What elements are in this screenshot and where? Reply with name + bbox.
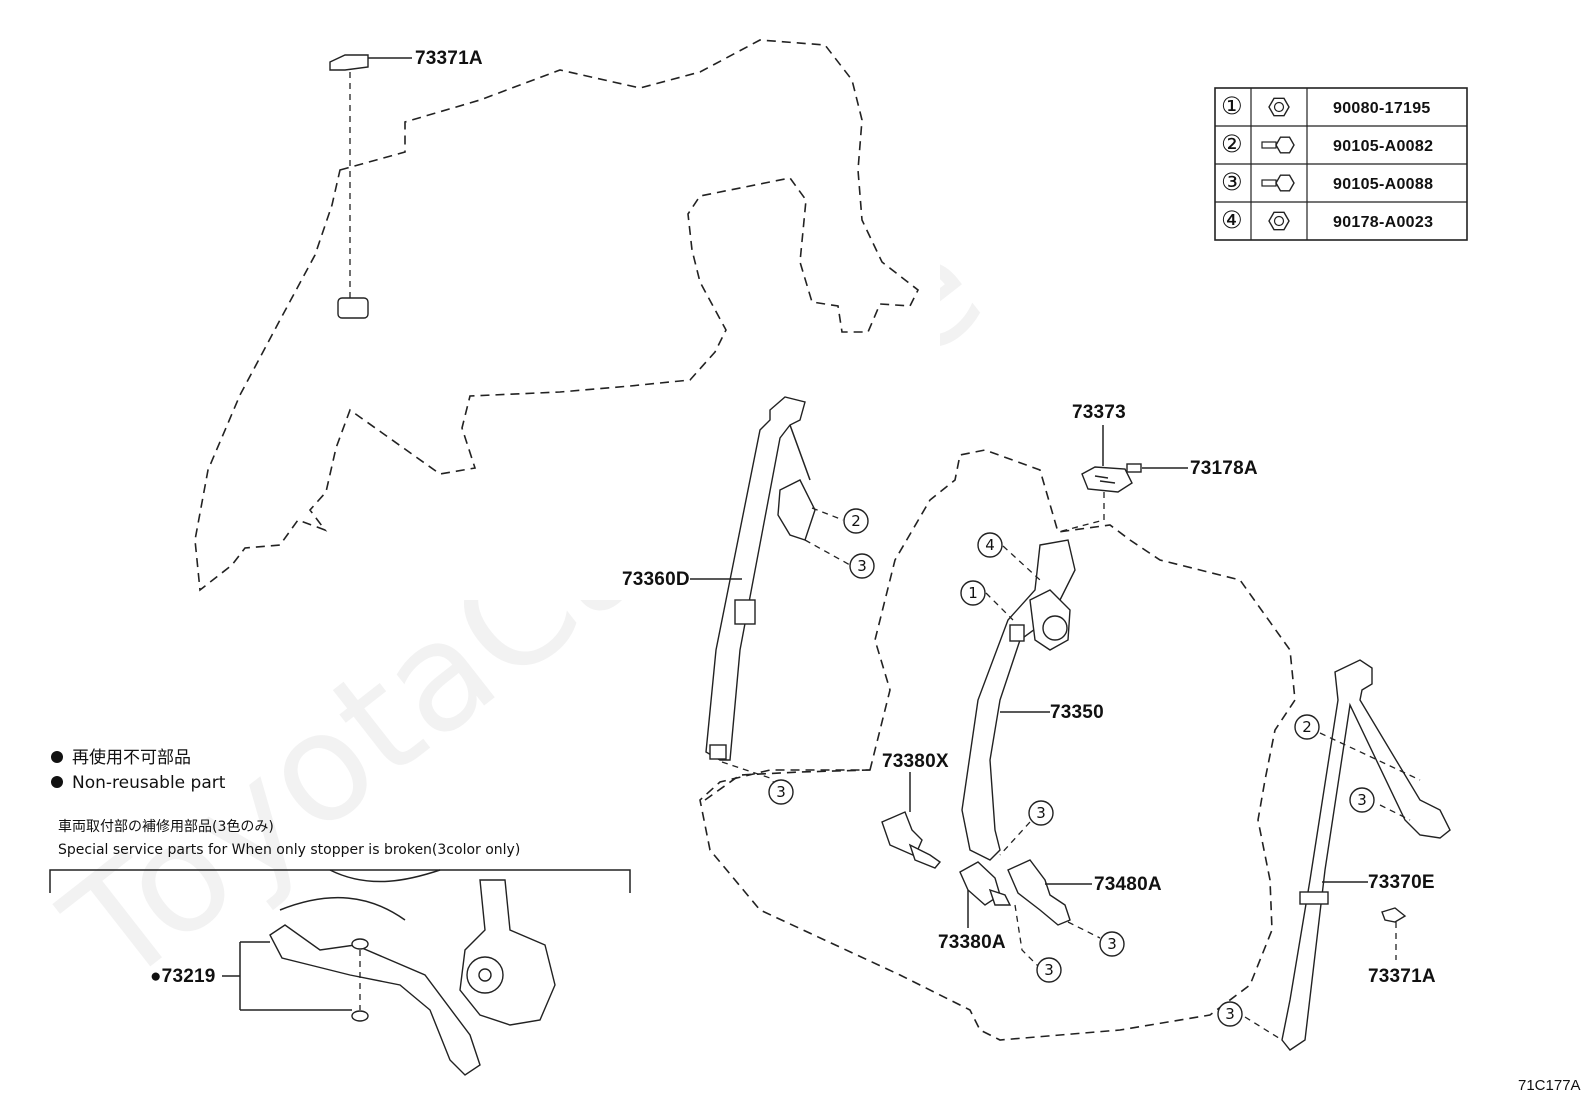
callout-number: 3 xyxy=(1036,804,1046,822)
fastener-row-number: ④ xyxy=(1221,206,1243,234)
fastener-row-number: ① xyxy=(1221,92,1243,120)
callout-number: 3 xyxy=(1225,1005,1235,1023)
label-73219: ●73219 xyxy=(150,966,216,987)
panel-bg xyxy=(180,30,940,600)
callout-number: 3 xyxy=(776,783,786,801)
legend-jp: 再使用不可部品 xyxy=(72,747,191,768)
service-bracket xyxy=(49,869,631,893)
callout-c1: 1 xyxy=(960,580,986,606)
leader-73360d-c3b xyxy=(721,761,781,791)
leader-c3-center xyxy=(999,821,1031,856)
leader-73380a-c3 xyxy=(1014,904,1039,967)
legend-bullet-2 xyxy=(51,776,63,788)
callout-number: 2 xyxy=(1302,718,1312,736)
seat-back-outline xyxy=(699,449,1296,1041)
leader-c1 xyxy=(985,592,1014,621)
legend-en: Non-reusable part xyxy=(72,773,226,793)
seatbelt-73370e xyxy=(1281,659,1451,1051)
fastener-part-number: 90080-17195 xyxy=(1333,100,1431,117)
label-73360d: 73360D xyxy=(622,569,690,590)
fastener-part-number: 90178-A0023 xyxy=(1333,214,1433,231)
fastener-part-number: 90105-A0088 xyxy=(1333,176,1433,193)
service-note-jp: 車両取付部の補修用部品(3色のみ) xyxy=(58,818,274,835)
label-73371a-bottom: 73371A xyxy=(1368,966,1436,987)
service-note-en: Special service parts for When only stop… xyxy=(58,842,520,858)
callout-c3: 3 xyxy=(1099,931,1125,957)
nut-icon xyxy=(1268,97,1290,117)
fastener-table xyxy=(1214,87,1468,241)
leader-73360d-c3a xyxy=(804,539,851,566)
bolt-icon xyxy=(1261,174,1295,192)
label-73380x: 73380X xyxy=(882,751,949,772)
leader-73370e-c3b xyxy=(1244,1016,1283,1041)
panel-clip-73371a xyxy=(337,297,369,319)
cover-slots xyxy=(1094,475,1116,484)
callout-c3: 3 xyxy=(1036,957,1062,983)
legend-bullet-1 xyxy=(51,751,63,763)
part-73178a-clip xyxy=(1126,463,1142,473)
callout-number: 1 xyxy=(968,584,978,602)
callout-c3: 3 xyxy=(1349,787,1375,813)
part-73373-cover xyxy=(1081,466,1133,493)
seatbelt-73360d xyxy=(705,396,816,761)
label-73380a: 73380A xyxy=(938,932,1006,953)
callout-c2: 2 xyxy=(1294,714,1320,740)
callout-c4: 4 xyxy=(977,532,1003,558)
stopper-detail xyxy=(269,869,556,1076)
label-73370e: 73370E xyxy=(1368,872,1435,893)
label-73350: 73350 xyxy=(1050,702,1104,723)
fastener-row: ② 90105-A0082 xyxy=(1221,130,1433,158)
label-73178a: 73178A xyxy=(1190,458,1258,479)
seatbelt-73350 xyxy=(961,539,1076,861)
leader-73480a-c3 xyxy=(1067,921,1101,939)
leader-cover-seat xyxy=(1057,492,1105,533)
leader-73370e-c3 xyxy=(1379,804,1411,821)
label-73373: 73373 xyxy=(1072,402,1126,423)
callout-number: 4 xyxy=(985,536,995,554)
fastener-row-number: ③ xyxy=(1221,168,1243,196)
fastener-row: ① 90080-17195 xyxy=(1221,92,1431,120)
callout-number: 3 xyxy=(857,557,867,575)
leader-c4 xyxy=(1002,545,1041,581)
callout-c3: 3 xyxy=(849,553,875,579)
clip-73371a-bottom xyxy=(1381,907,1407,923)
callout-number: 3 xyxy=(1107,935,1117,953)
bracket-73219 xyxy=(222,941,352,1011)
callout-c3: 3 xyxy=(768,779,794,805)
fastener-row: ④ 90178-A0023 xyxy=(1221,206,1433,234)
callout-c3: 3 xyxy=(1217,1001,1243,1027)
figure-code: 71C177A xyxy=(1518,1077,1581,1094)
clip-73371a-top xyxy=(329,54,369,71)
leader-73370e-c2 xyxy=(1319,732,1421,781)
latch-73480a xyxy=(1007,859,1071,926)
callout-c3: 3 xyxy=(1028,800,1054,826)
leader-73360d-c2 xyxy=(811,507,844,521)
callout-number: 3 xyxy=(1357,791,1367,809)
bolt-icon xyxy=(1261,136,1295,154)
fastener-part-number: 90105-A0082 xyxy=(1333,138,1433,155)
callout-number: 3 xyxy=(1044,961,1054,979)
nut-icon xyxy=(1268,211,1290,231)
fastener-row-number: ② xyxy=(1221,130,1243,158)
callout-c2: 2 xyxy=(843,508,869,534)
callout-number: 2 xyxy=(851,512,861,530)
buckle-73380x xyxy=(881,811,942,869)
body-panel xyxy=(194,39,920,592)
label-73371a-top: 73371A xyxy=(415,48,483,69)
fastener-row: ③ 90105-A0088 xyxy=(1221,168,1433,196)
seat-base-lower xyxy=(704,769,871,801)
label-73480a: 73480A xyxy=(1094,874,1162,895)
